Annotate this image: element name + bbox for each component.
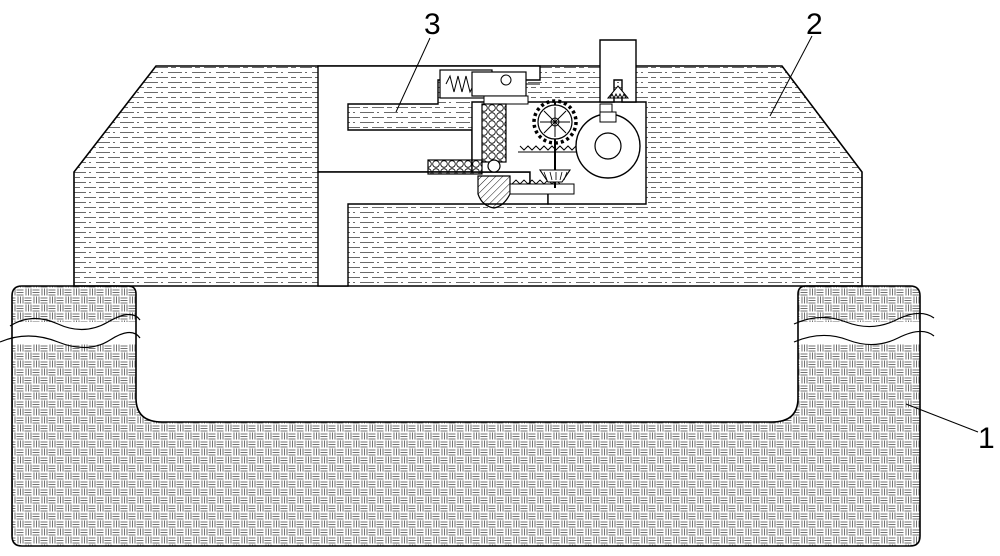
- base-break-left: [8, 322, 140, 344]
- top-spring-icon: [445, 74, 475, 94]
- break-line-right-lower: [793, 330, 935, 346]
- base-outline: [11, 285, 921, 547]
- base-part: [0, 285, 935, 547]
- leader-line-channel: [395, 37, 431, 113]
- label-base: 1: [978, 422, 995, 455]
- cam-block: [477, 175, 511, 209]
- label-channel: 3: [424, 8, 441, 41]
- feed-chute: [599, 39, 637, 103]
- small-roller-icon: [487, 159, 501, 173]
- rack-teeth: [519, 145, 577, 151]
- leader-line-base: [905, 403, 979, 433]
- mechanism: [427, 39, 641, 209]
- drive-wheel-icon: [575, 103, 641, 179]
- large-gear-icon: [532, 99, 578, 145]
- break-line-right-upper: [793, 312, 935, 328]
- top-slider: [471, 71, 527, 97]
- break-line-left-lower: [0, 331, 141, 349]
- bevel-gear-icon: [538, 169, 572, 183]
- top-pivot-icon: [500, 74, 512, 86]
- rack-bar: [509, 183, 575, 195]
- base-break-right: [794, 322, 924, 344]
- left-spring: [427, 159, 483, 175]
- roller-stack: [481, 103, 507, 163]
- label-body: 2: [806, 8, 823, 41]
- break-line-left-upper: [9, 313, 141, 331]
- callouts: 3 2 1: [395, 8, 995, 455]
- leader-line-body: [769, 35, 813, 117]
